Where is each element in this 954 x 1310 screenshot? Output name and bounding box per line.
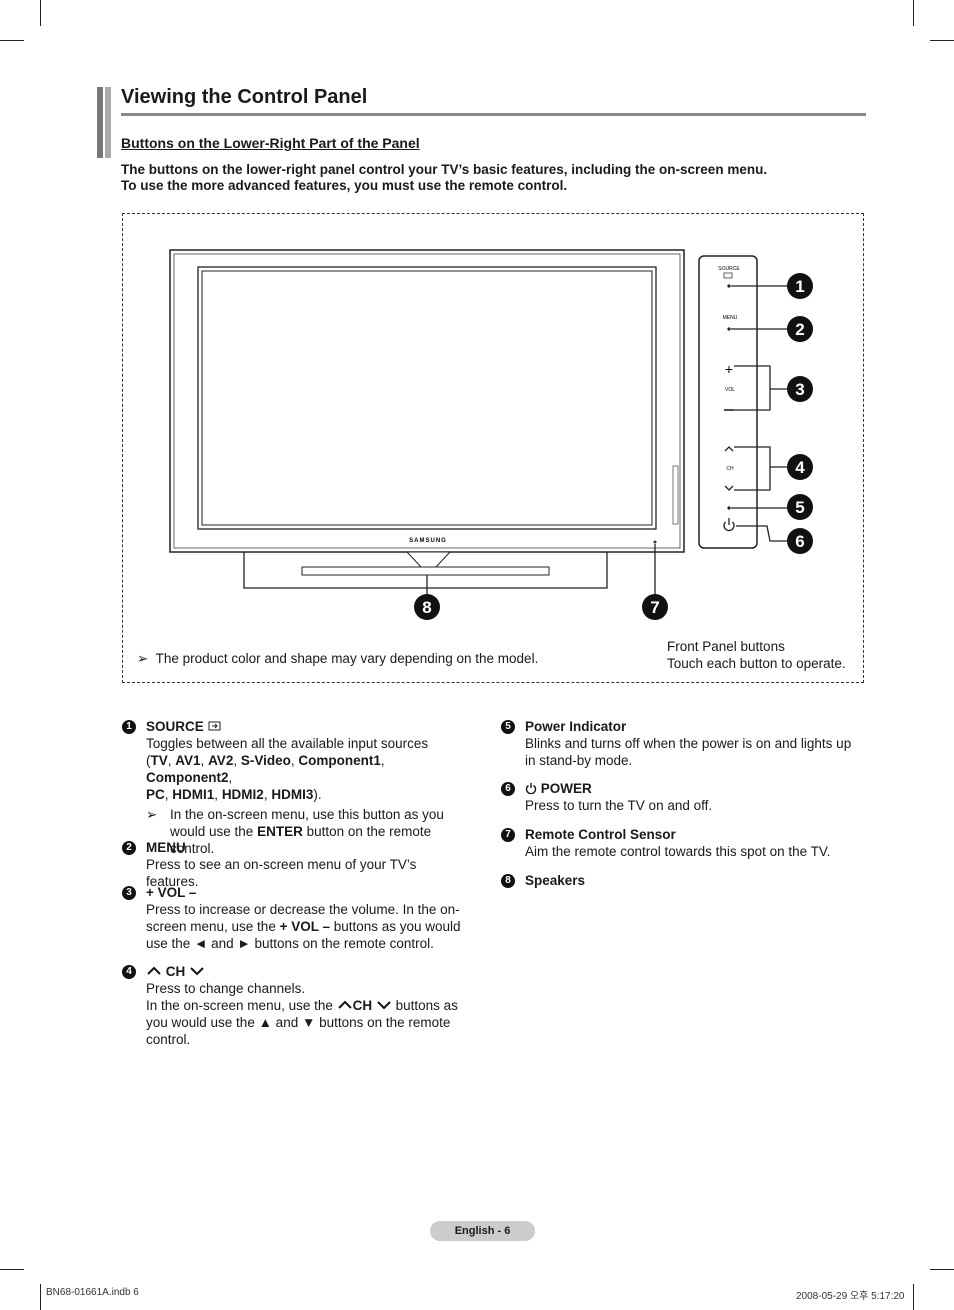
- svg-text:8: 8: [422, 598, 431, 617]
- item-title: MENU: [146, 840, 186, 855]
- crop-mark: [913, 1284, 914, 1310]
- item-number: 7: [501, 828, 515, 842]
- callout-5: [787, 494, 813, 520]
- panel-label-menu: MENU: [723, 315, 738, 321]
- item-title: POWER: [525, 780, 851, 797]
- crop-mark: [930, 1269, 954, 1270]
- item-number: 3: [122, 886, 136, 900]
- crop-mark: [0, 40, 24, 41]
- item-title: Speakers: [525, 873, 586, 888]
- item-desc: Aim the remote control towards this spot…: [525, 844, 831, 859]
- callout-4: [787, 454, 813, 480]
- chevron-down-icon: [377, 1001, 391, 1010]
- print-slug-left: BN68-01661A.indb 6: [46, 1287, 139, 1298]
- figure-note: ➢ The product color and shape may vary d…: [137, 651, 539, 666]
- tv-illustration: SAMSUNG SOURCE MENU + VOL CH 1 2 3 4 5 6…: [169, 249, 813, 620]
- callout-3: [787, 376, 813, 402]
- item-title: SOURCE: [146, 719, 204, 734]
- list-item: 1 SOURCE Toggles between all the availab…: [122, 718, 472, 857]
- control-panel: [698, 255, 758, 549]
- list-item: 3 + VOL – Press to increase or decrease …: [122, 884, 467, 952]
- svg-text:7: 7: [650, 598, 659, 617]
- page-number: English - 6: [430, 1221, 535, 1241]
- speaker-bar: [243, 552, 608, 589]
- item-number: 4: [122, 965, 136, 979]
- page-title: Viewing the Control Panel: [121, 86, 368, 108]
- item-note: ➢ In the on-screen menu, use this button…: [146, 807, 444, 856]
- svg-text:4: 4: [795, 458, 805, 477]
- item-desc: In the on-screen menu, use the CH button…: [146, 998, 458, 1047]
- item-desc: Press to turn the TV on and off.: [525, 798, 713, 813]
- list-item: 8 Speakers: [501, 872, 851, 889]
- title-underline: [121, 113, 866, 116]
- item-desc: Press to increase or decrease the volume…: [146, 902, 461, 951]
- arrow-icon: ➢: [146, 807, 158, 822]
- source-list: (TV, AV1, AV2, S-Video, Component1, Comp…: [146, 753, 385, 802]
- svg-text:2: 2: [795, 320, 804, 339]
- list-item: 6 POWER Press to turn the TV on and off.: [501, 780, 851, 814]
- panel-label-vol: VOL: [725, 387, 735, 393]
- item-desc: Toggles between all the available input …: [146, 736, 429, 751]
- item-number: 8: [501, 874, 515, 888]
- item-number: 1: [122, 720, 136, 734]
- svg-text:6: 6: [795, 532, 804, 551]
- chevron-down-icon: [190, 967, 204, 976]
- item-title: Remote Control Sensor: [525, 827, 676, 842]
- item-desc: Blinks and turns off when the power is o…: [525, 736, 852, 768]
- crop-mark: [40, 1284, 41, 1310]
- item-desc: Press to change channels.: [146, 981, 306, 996]
- intro-line: The buttons on the lower-right panel con…: [121, 162, 768, 177]
- panel-label-ch: CH: [726, 466, 734, 472]
- crop-mark: [40, 0, 41, 26]
- item-desc: Press to see an on-screen menu of your T…: [146, 857, 417, 889]
- callout-6: [787, 528, 813, 554]
- chevron-up-icon: [147, 966, 161, 975]
- item-number: 6: [501, 782, 515, 796]
- crop-mark: [913, 0, 914, 26]
- chevron-up-icon: [337, 1000, 352, 1009]
- list-item: 5 Power Indicator Blinks and turns off w…: [501, 718, 863, 769]
- figure-caption: Front Panel buttons Touch each button to…: [667, 639, 846, 671]
- svg-text:3: 3: [795, 380, 804, 399]
- section-subtitle: Buttons on the Lower-Right Part of the P…: [121, 135, 420, 151]
- brand-logo: SAMSUNG: [409, 538, 447, 544]
- item-title: + VOL –: [146, 885, 197, 900]
- arrow-icon: ➢: [137, 651, 149, 666]
- source-icon: [208, 721, 221, 731]
- crop-mark: [930, 40, 954, 41]
- power-icon: [525, 783, 537, 795]
- callout-8: [414, 594, 440, 620]
- title-accent-bar: [105, 87, 111, 158]
- list-item: 2 MENU Press to see an on-screen menu of…: [122, 839, 472, 890]
- panel-label-source: SOURCE: [718, 266, 740, 272]
- intro-line: To use the more advanced features, you m…: [121, 178, 568, 193]
- svg-text:1: 1: [795, 277, 804, 296]
- tv-screen: [197, 266, 657, 530]
- callout-2: [787, 316, 813, 342]
- item-title: CH: [146, 963, 472, 980]
- crop-mark: [0, 1269, 24, 1270]
- list-item: 7 Remote Control Sensor Aim the remote c…: [501, 826, 851, 860]
- title-accent-bar: [97, 87, 103, 158]
- callout-7: [642, 594, 668, 620]
- callout-1: [787, 273, 813, 299]
- svg-text:5: 5: [795, 498, 804, 517]
- intro-text: The buttons on the lower-right panel con…: [121, 162, 861, 194]
- figure-frame: [122, 213, 864, 683]
- item-number: 2: [122, 841, 136, 855]
- item-title: Power Indicator: [525, 719, 627, 734]
- list-item: 4 CH Press to change channels. In the on…: [122, 963, 472, 1048]
- svg-text:+: +: [725, 361, 733, 377]
- print-slug-right: 2008-05-29 오후 5:17:20: [796, 1291, 905, 1302]
- item-number: 5: [501, 720, 515, 734]
